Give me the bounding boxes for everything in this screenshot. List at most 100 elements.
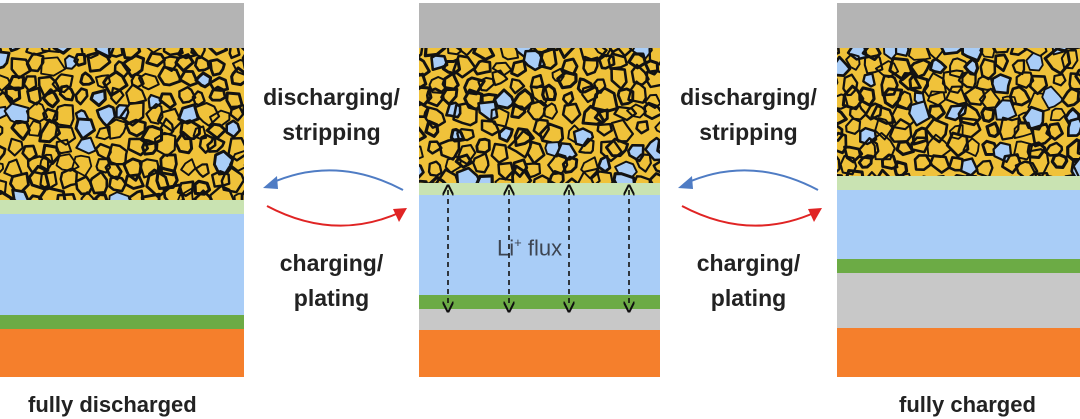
- cathode-grain: [509, 78, 526, 95]
- cathode-grain: [11, 188, 30, 200]
- porous-cathode: [0, 48, 244, 200]
- cathode-grain: [10, 119, 31, 141]
- cathode-grain: [841, 84, 865, 111]
- cathode-grain: [635, 120, 650, 135]
- cathode-grain: [645, 69, 660, 89]
- cathode-grain: [945, 131, 970, 158]
- cathode-grain: [499, 48, 519, 61]
- cathode-grain: [604, 137, 630, 158]
- discharge-arrow-right: [678, 169, 819, 191]
- cathode-grain: [576, 77, 596, 94]
- cathode-grain: [419, 145, 424, 160]
- cathode-grain: [95, 74, 112, 89]
- cathode-grain: [564, 177, 579, 183]
- charge-arrow-right: [681, 205, 822, 227]
- cathode-grain: [193, 101, 221, 127]
- cathode-grain: [613, 105, 638, 122]
- cathode-grain: [427, 160, 443, 177]
- cathode-grain: [1008, 85, 1032, 107]
- charging-label-left: charging/ plating: [279, 250, 384, 311]
- cathode-grain: [119, 101, 145, 127]
- cathode-grain: [491, 61, 513, 77]
- cathode-grain: [229, 150, 244, 172]
- cathode-grain: [590, 170, 614, 183]
- cathode-grain: [7, 137, 24, 157]
- cathode-grain: [538, 48, 558, 71]
- lithium-layer: [0, 315, 244, 329]
- cathode-grain: [110, 86, 125, 105]
- cathode-grain: [837, 55, 852, 77]
- cathode-grain: [0, 125, 4, 137]
- cathode-grain: [208, 58, 226, 77]
- cathode-grain: [543, 102, 558, 120]
- cathode-grain: [490, 107, 510, 128]
- cathode-grain: [58, 84, 76, 102]
- cathode-grain: [140, 192, 161, 200]
- cathode-grain: [225, 119, 242, 139]
- cathode-grain: [981, 139, 1001, 156]
- cathode-grain: [177, 48, 199, 60]
- cathode-grain: [419, 85, 433, 107]
- cathode-grain: [93, 192, 109, 200]
- cathode-grain: [26, 86, 42, 106]
- cathode-grain: [27, 120, 42, 137]
- cathode-grain: [532, 118, 550, 140]
- cathode-grain: [80, 48, 99, 59]
- cathode-grain: [162, 183, 186, 200]
- cathode-grain: [929, 57, 948, 75]
- cathode-grain: [910, 136, 930, 154]
- cathode-grain: [447, 48, 463, 56]
- cathode-grain: [80, 191, 96, 200]
- cathode-grain: [428, 175, 447, 183]
- cathode-grain: [0, 179, 8, 196]
- cathode-grain: [71, 154, 93, 177]
- cathode-grain: [607, 48, 629, 70]
- cathode-grain: [511, 164, 533, 183]
- cathode-grain: [472, 152, 490, 174]
- cathode-grain: [232, 59, 244, 76]
- cathode-grain: [561, 102, 582, 125]
- cathode-grain: [654, 121, 660, 134]
- cathode-grain: [593, 78, 607, 94]
- cathode-grain: [208, 85, 227, 102]
- cathode-grain: [612, 172, 636, 183]
- cathode-grain: [870, 132, 896, 161]
- cathode-grain: [596, 122, 614, 137]
- cathode-grain: [179, 119, 201, 141]
- cathode-grain: [25, 52, 45, 73]
- cathode-grain: [610, 118, 634, 143]
- cathode-grain: [941, 69, 964, 94]
- cathode-grain: [73, 53, 87, 67]
- cathode-grain: [419, 163, 425, 179]
- charging-label-right: charging/ plating: [696, 250, 801, 311]
- cathode-grain: [177, 187, 194, 200]
- cathode-grain: [643, 59, 660, 76]
- cathode-grain: [230, 66, 244, 87]
- bottom-current-collector: [837, 328, 1080, 377]
- cathode-grain: [1050, 152, 1069, 170]
- cathode-grain: [455, 48, 475, 57]
- electrolyte-layer: [837, 190, 1080, 259]
- cathode-grain: [652, 160, 660, 174]
- cathode-grain: [656, 138, 660, 155]
- cathode-grain: [922, 72, 947, 98]
- cathode-grain: [928, 154, 951, 174]
- cathode-grain: [208, 48, 229, 56]
- cathode-grain: [75, 136, 97, 155]
- cathode-grain: [1076, 139, 1080, 156]
- cathode-grain: [206, 135, 226, 153]
- cathode-grain: [633, 175, 651, 183]
- cathode-grain: [837, 78, 839, 86]
- cathode-grain: [145, 103, 164, 125]
- cathode-grain: [888, 56, 914, 81]
- cathode-grain: [123, 173, 145, 190]
- cathode-grain: [419, 56, 431, 78]
- cathode-grain: [3, 102, 30, 125]
- cathode-grain: [513, 127, 535, 147]
- cathode-grain: [1028, 74, 1049, 96]
- cathode-grain: [648, 172, 660, 183]
- cathode-grain: [225, 91, 244, 111]
- cathode-grain: [546, 48, 559, 52]
- cathode-grain: [0, 50, 11, 70]
- cathode-grain: [992, 48, 1010, 54]
